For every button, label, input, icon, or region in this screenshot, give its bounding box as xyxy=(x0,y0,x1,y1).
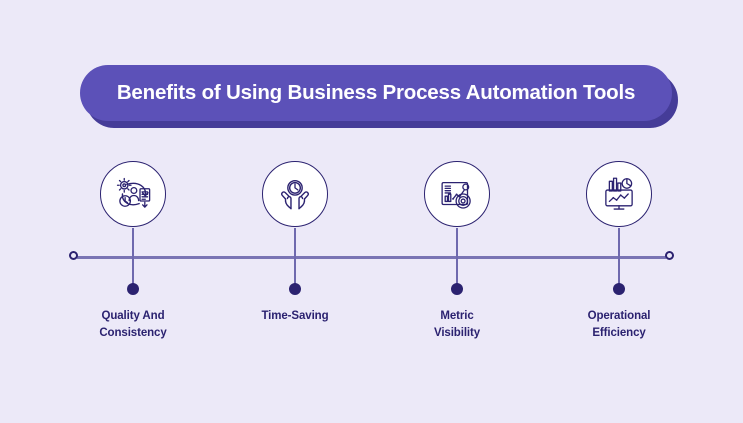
timeline-endpoint-right-icon xyxy=(665,251,674,260)
icon-circle xyxy=(424,161,490,227)
page-title: Benefits of Using Business Process Autom… xyxy=(116,81,636,104)
timeline-node-metric-visibility[interactable]: Metric Visibility xyxy=(377,0,537,423)
node-label-line1: Quality And xyxy=(101,310,165,322)
node-stem-dot xyxy=(613,283,625,295)
node-stem-dot xyxy=(127,283,139,295)
node-label-line1: Metric xyxy=(440,310,474,322)
node-label: Operational Efficiency xyxy=(539,308,699,341)
node-stem xyxy=(294,228,297,288)
node-stem xyxy=(132,228,135,288)
process-gears-person-document-icon xyxy=(116,177,151,208)
node-label: Metric Visibility xyxy=(377,308,537,341)
node-stem xyxy=(618,228,621,288)
timeline-node-operational-efficiency[interactable]: Operational Efficiency xyxy=(539,0,699,423)
icon-circle xyxy=(262,161,328,227)
title-banner: Benefits of Using Business Process Autom… xyxy=(80,65,678,128)
node-label-line1: Operational xyxy=(587,310,651,322)
node-stem-dot xyxy=(451,283,463,295)
timeline-node-time-saving[interactable]: Time-Saving xyxy=(215,0,375,423)
timeline-axis xyxy=(77,256,666,259)
timeline-node-quality-and-consistency[interactable]: Quality And Consistency xyxy=(53,0,213,423)
node-label: Time-Saving xyxy=(215,308,375,325)
timeline-endpoint-left-icon xyxy=(69,251,78,260)
node-label-line1: Time-Saving xyxy=(261,310,329,322)
node-label-line2: Consistency xyxy=(99,326,167,339)
monitor-analytics-icon xyxy=(605,177,633,210)
node-stem xyxy=(456,228,459,288)
node-label: Quality And Consistency xyxy=(53,308,213,341)
hands-holding-clock-icon xyxy=(281,180,309,210)
icon-circle xyxy=(586,161,652,227)
title-banner-pill: Benefits of Using Business Process Autom… xyxy=(80,65,672,121)
dashboard-chart-target-icon xyxy=(441,181,471,209)
node-label-line2: Efficiency xyxy=(592,326,646,339)
node-stem-dot xyxy=(289,283,301,295)
node-label-line2: Visibility xyxy=(433,326,481,339)
icon-circle xyxy=(100,161,166,227)
